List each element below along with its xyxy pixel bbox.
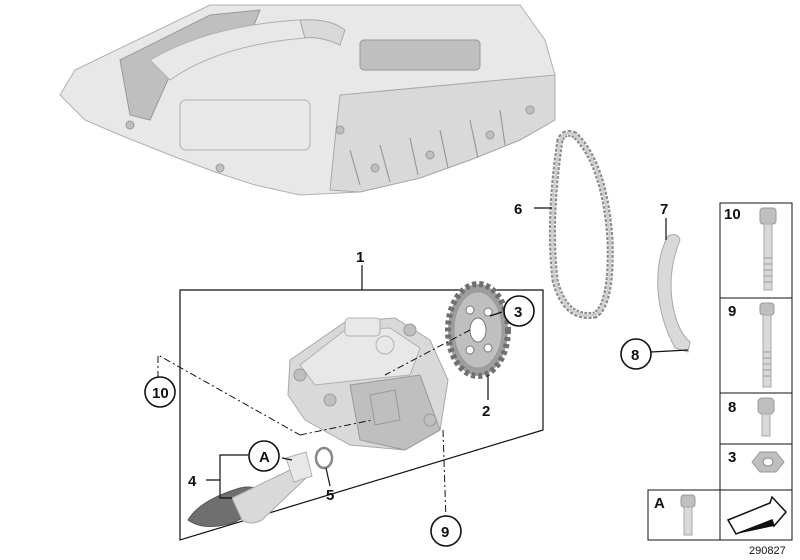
timing-chain bbox=[548, 129, 614, 320]
callout-9: 9 bbox=[441, 524, 449, 541]
oil-pan-illustration bbox=[59, 4, 556, 196]
chain-guide bbox=[657, 234, 691, 353]
bolt-10-illustration bbox=[759, 207, 777, 291]
fastener-legend: 10 9 8 3 A bbox=[647, 202, 793, 541]
leader-lines bbox=[157, 207, 689, 521]
callout-10-circle bbox=[144, 376, 176, 408]
direction-arrow-icon bbox=[726, 495, 788, 535]
pump-sprocket bbox=[445, 281, 511, 379]
callout-7: 7 bbox=[660, 201, 668, 218]
suction-pipe bbox=[187, 451, 313, 527]
callout-8: 8 bbox=[631, 347, 639, 364]
oil-pump-body bbox=[287, 317, 449, 451]
callout-a-circle bbox=[248, 440, 280, 472]
callout-5: 5 bbox=[326, 487, 334, 504]
bolt-9-illustration bbox=[759, 302, 775, 388]
legend-label-a: A bbox=[654, 495, 665, 512]
legend-label-10: 10 bbox=[724, 206, 741, 223]
catalog-number: 290827 bbox=[749, 545, 786, 557]
callout-3: 3 bbox=[514, 304, 522, 321]
legend-label-3: 3 bbox=[728, 449, 736, 466]
callout-10: 10 bbox=[152, 385, 169, 402]
callout-9-circle bbox=[430, 515, 462, 547]
bolt-a-illustration bbox=[680, 494, 696, 536]
bolt-8-illustration bbox=[757, 397, 775, 437]
callout-6: 6 bbox=[514, 201, 522, 218]
callout-8-circle bbox=[620, 338, 652, 370]
legend-label-8: 8 bbox=[728, 399, 736, 416]
callout-1: 1 bbox=[356, 249, 364, 266]
nut-3-illustration bbox=[751, 451, 785, 473]
legend-label-9: 9 bbox=[728, 303, 736, 320]
callout-4: 4 bbox=[188, 473, 197, 490]
callout-2: 2 bbox=[482, 403, 490, 420]
callout-3-circle bbox=[503, 295, 535, 327]
o-ring bbox=[314, 446, 334, 470]
oil-pump-assembly-frame bbox=[179, 289, 544, 541]
callout-a: A bbox=[259, 449, 270, 466]
